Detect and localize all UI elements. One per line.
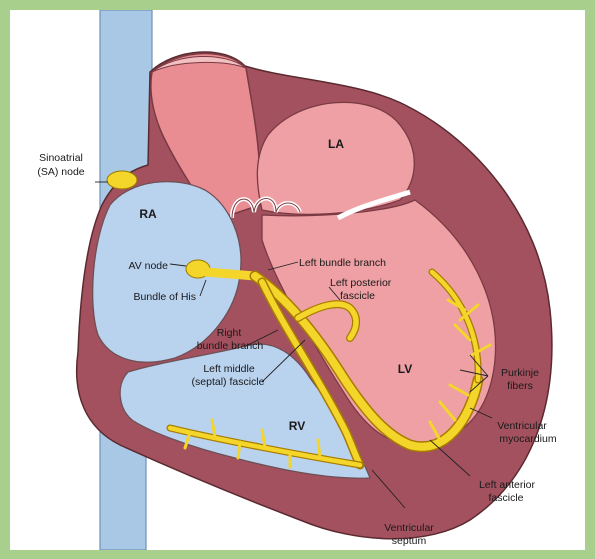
label-lv: LV — [398, 362, 412, 376]
label-right-bundle-line2: bundle branch — [197, 340, 264, 352]
label-left-anterior-line2: fascicle — [488, 492, 523, 504]
label-ventricular-septum-line1: Ventricular — [384, 522, 434, 534]
label-left-middle-line1: Left middle — [203, 363, 255, 375]
label-purkinje-line1: Purkinje — [501, 367, 539, 379]
label-right-bundle-line1: Right — [217, 327, 242, 339]
label-rv: RV — [289, 419, 305, 433]
heart-conduction-diagram: RA LA RV LV Sinoatrial (SA) node AV node… — [10, 10, 585, 550]
bundle-of-his — [206, 272, 255, 276]
sa-node — [107, 171, 137, 189]
label-ventricular-myocardium-line1: Ventricular — [497, 420, 547, 432]
label-left-posterior-line2: fascicle — [340, 290, 375, 302]
label-purkinje-line2: fibers — [507, 380, 533, 392]
label-av-node: AV node — [128, 260, 168, 272]
label-la: LA — [328, 137, 344, 151]
label-ventricular-septum-line2: septum — [392, 535, 427, 547]
label-ventricular-myocardium-line2: myocardium — [499, 433, 556, 445]
diagram-frame: RA LA RV LV Sinoatrial (SA) node AV node… — [10, 10, 585, 550]
label-left-anterior-line1: Left anterior — [479, 479, 536, 491]
label-ra: RA — [139, 207, 157, 221]
label-sa-node-line2: (SA) node — [37, 166, 84, 178]
label-sa-node-line1: Sinoatrial — [39, 152, 83, 164]
label-left-bundle-branch: Left bundle branch — [299, 257, 386, 269]
label-left-middle-line2: (septal) fascicle — [192, 376, 265, 388]
label-left-posterior-line1: Left posterior — [330, 277, 392, 289]
label-bundle-of-his: Bundle of His — [134, 291, 196, 303]
